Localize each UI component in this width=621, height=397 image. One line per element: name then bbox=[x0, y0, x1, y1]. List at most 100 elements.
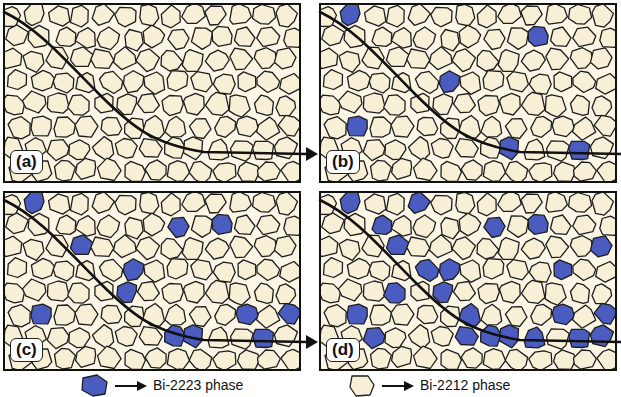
bi2212-grain bbox=[596, 262, 616, 283]
bi2212-grain bbox=[168, 29, 189, 49]
bi2212-grain bbox=[459, 25, 481, 48]
bi2212-grain bbox=[70, 193, 88, 215]
bi2212-grain bbox=[212, 26, 232, 46]
bi2212-grain bbox=[143, 213, 165, 236]
bi2212-grain bbox=[125, 349, 146, 369]
bi2212-grain bbox=[371, 348, 392, 369]
bi2212-grain bbox=[551, 215, 572, 234]
bi2212-grain bbox=[320, 236, 338, 257]
bi2212-grain bbox=[235, 27, 256, 46]
bi2212-grain bbox=[507, 260, 529, 280]
bi2212-grain bbox=[230, 192, 252, 212]
panel-label: (d) bbox=[326, 338, 360, 362]
bi2212-grain bbox=[324, 70, 343, 90]
bi2212-grain bbox=[573, 305, 596, 328]
bi2212-grain bbox=[215, 116, 236, 137]
bi2212-grain bbox=[54, 305, 76, 325]
bi2212-grain bbox=[274, 236, 296, 257]
bi2212-grain bbox=[481, 304, 502, 325]
bi2212-grain bbox=[278, 115, 300, 136]
bi2212-grain bbox=[339, 239, 360, 260]
bi2212-grain bbox=[408, 4, 430, 25]
bi2212-grain bbox=[161, 5, 180, 28]
bi2212-grain bbox=[594, 115, 616, 136]
bi2212-grain bbox=[235, 215, 256, 234]
legend-text: Bi-2212 phase bbox=[420, 377, 510, 394]
bi2212-grain bbox=[546, 4, 568, 24]
bi2212-grain bbox=[276, 96, 296, 116]
bi2212-grain bbox=[408, 325, 429, 349]
bi2212-grain bbox=[452, 237, 476, 260]
bi2212-grain bbox=[182, 50, 203, 72]
bi2212-grain bbox=[115, 195, 136, 214]
bi2212-grain bbox=[47, 93, 69, 113]
bi2212-grain bbox=[363, 140, 385, 161]
bi2212-grain bbox=[324, 117, 346, 139]
bi2212-grain bbox=[231, 141, 254, 161]
bi2212-grain bbox=[92, 137, 113, 161]
bi2212-grain bbox=[230, 48, 253, 70]
bi2212-grain bbox=[573, 259, 596, 280]
bi2212-grain bbox=[372, 27, 392, 46]
grain-field bbox=[4, 4, 300, 182]
panel-border bbox=[4, 192, 300, 370]
bi2212-grain bbox=[75, 304, 98, 325]
panel-ground bbox=[4, 192, 300, 370]
bi2223-grain bbox=[528, 26, 548, 46]
bi2212-grain bbox=[139, 327, 162, 346]
bi2212-grain bbox=[417, 117, 438, 135]
bi2223-grain bbox=[484, 217, 505, 237]
bi2212-grain bbox=[205, 50, 229, 71]
bi2212-grain bbox=[531, 116, 552, 137]
bi2212-grain bbox=[441, 161, 462, 181]
bi2212-grain bbox=[23, 51, 44, 72]
bi2212-grain bbox=[386, 5, 404, 27]
bi2212-grain bbox=[258, 350, 281, 369]
bi2212-grain bbox=[507, 28, 528, 50]
bi2212-grain bbox=[31, 70, 54, 90]
panel-border bbox=[4, 4, 300, 182]
bi2212-grain bbox=[145, 348, 166, 368]
bi2212-grain bbox=[91, 49, 114, 68]
legend-arrow-head bbox=[404, 381, 414, 391]
bi2223-grain bbox=[236, 304, 258, 325]
bi2212-grain bbox=[143, 304, 165, 327]
bi2212-grain bbox=[483, 259, 504, 279]
bi2212-grain bbox=[507, 72, 529, 92]
bi2212-grain bbox=[521, 238, 545, 259]
bi2212-grain bbox=[521, 92, 545, 115]
bi2212-grain bbox=[161, 50, 183, 71]
bi2212-grain bbox=[498, 4, 522, 23]
bi2212-grain bbox=[144, 260, 165, 282]
bi2212-grain bbox=[182, 238, 203, 260]
bi2212-grain bbox=[215, 304, 236, 325]
bi2212-grain bbox=[529, 262, 551, 282]
bi2223-grain bbox=[347, 304, 367, 324]
bi2212-grain bbox=[117, 94, 137, 115]
bi2223-grain bbox=[459, 304, 481, 327]
bi2212-grain bbox=[370, 117, 392, 137]
bi2212-grain bbox=[280, 262, 300, 283]
bi2212-grain bbox=[189, 349, 212, 370]
bi2212-grain bbox=[76, 158, 96, 179]
bi2212-grain bbox=[55, 160, 76, 181]
bi2212-grain bbox=[363, 281, 385, 301]
bi2212-grain bbox=[6, 25, 29, 46]
bi2212-grain bbox=[92, 192, 114, 213]
bi2212-grain bbox=[229, 283, 250, 305]
bi2212-grain bbox=[460, 260, 481, 282]
bi2212-grain bbox=[338, 91, 362, 113]
panel-label: (b) bbox=[326, 150, 360, 174]
legend-text: Bi-2223 phase bbox=[153, 377, 243, 394]
bi2212-grain bbox=[569, 193, 592, 213]
bi2212-grain bbox=[431, 327, 453, 347]
grain-field bbox=[320, 192, 616, 370]
bi2212-grain bbox=[417, 305, 438, 323]
bi2212-grain bbox=[70, 47, 93, 67]
bi2212-grain bbox=[505, 161, 528, 182]
bi2212-grain bbox=[4, 48, 22, 68]
bi2212-grain bbox=[320, 283, 341, 303]
bi2212-grain bbox=[236, 116, 258, 137]
bi2212-grain bbox=[208, 327, 229, 348]
bi2212-grain bbox=[47, 328, 69, 349]
